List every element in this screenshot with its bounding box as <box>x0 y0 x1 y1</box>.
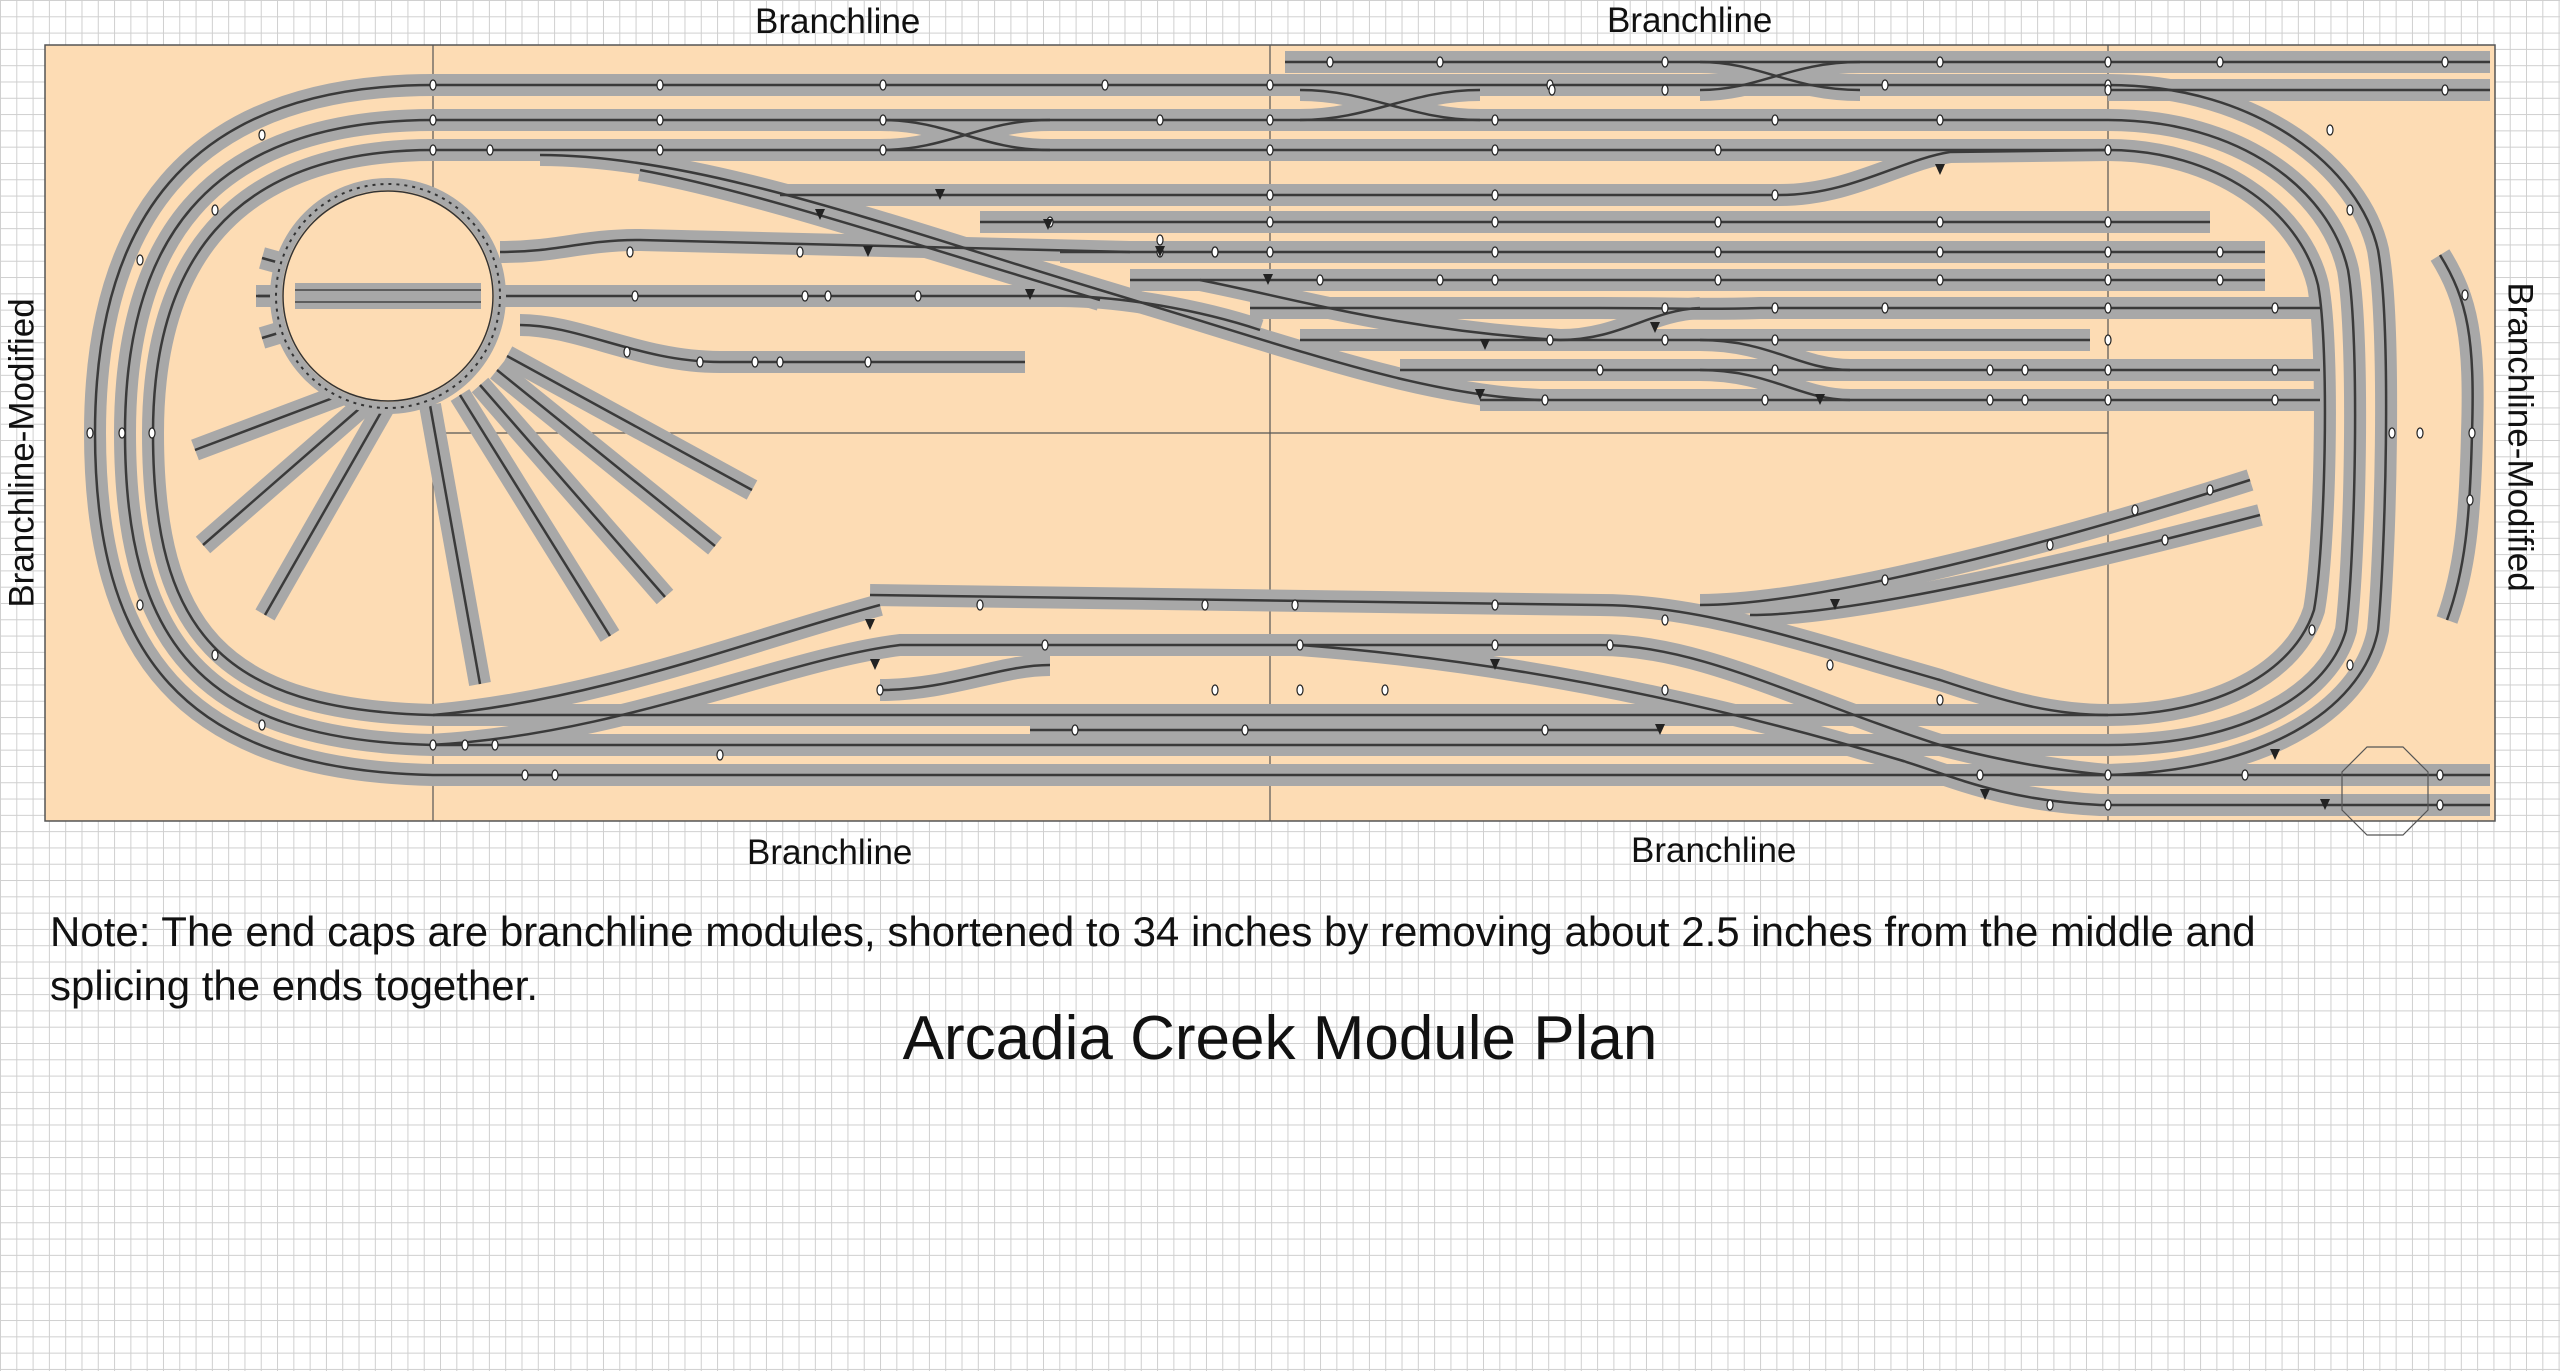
turntable-icon <box>270 178 506 414</box>
track-rails <box>93 60 2490 807</box>
octagon-outline <box>2341 746 2429 836</box>
module-label-right-end: Branchline-Modified <box>2500 282 2540 592</box>
module-label-bottom-left: Branchline <box>747 833 913 872</box>
module-label-bottom-right: Branchline <box>1631 831 1797 870</box>
plan-note: Note: The end caps are branchline module… <box>50 908 2256 1009</box>
module-label-top-right: Branchline <box>1607 1 1773 40</box>
plan-title: Arcadia Creek Module Plan <box>902 1004 1658 1073</box>
module-label-top-left: Branchline <box>755 2 921 41</box>
module-boundaries <box>432 45 2109 821</box>
module-label-left-end: Branchline-Modified <box>2 298 42 608</box>
